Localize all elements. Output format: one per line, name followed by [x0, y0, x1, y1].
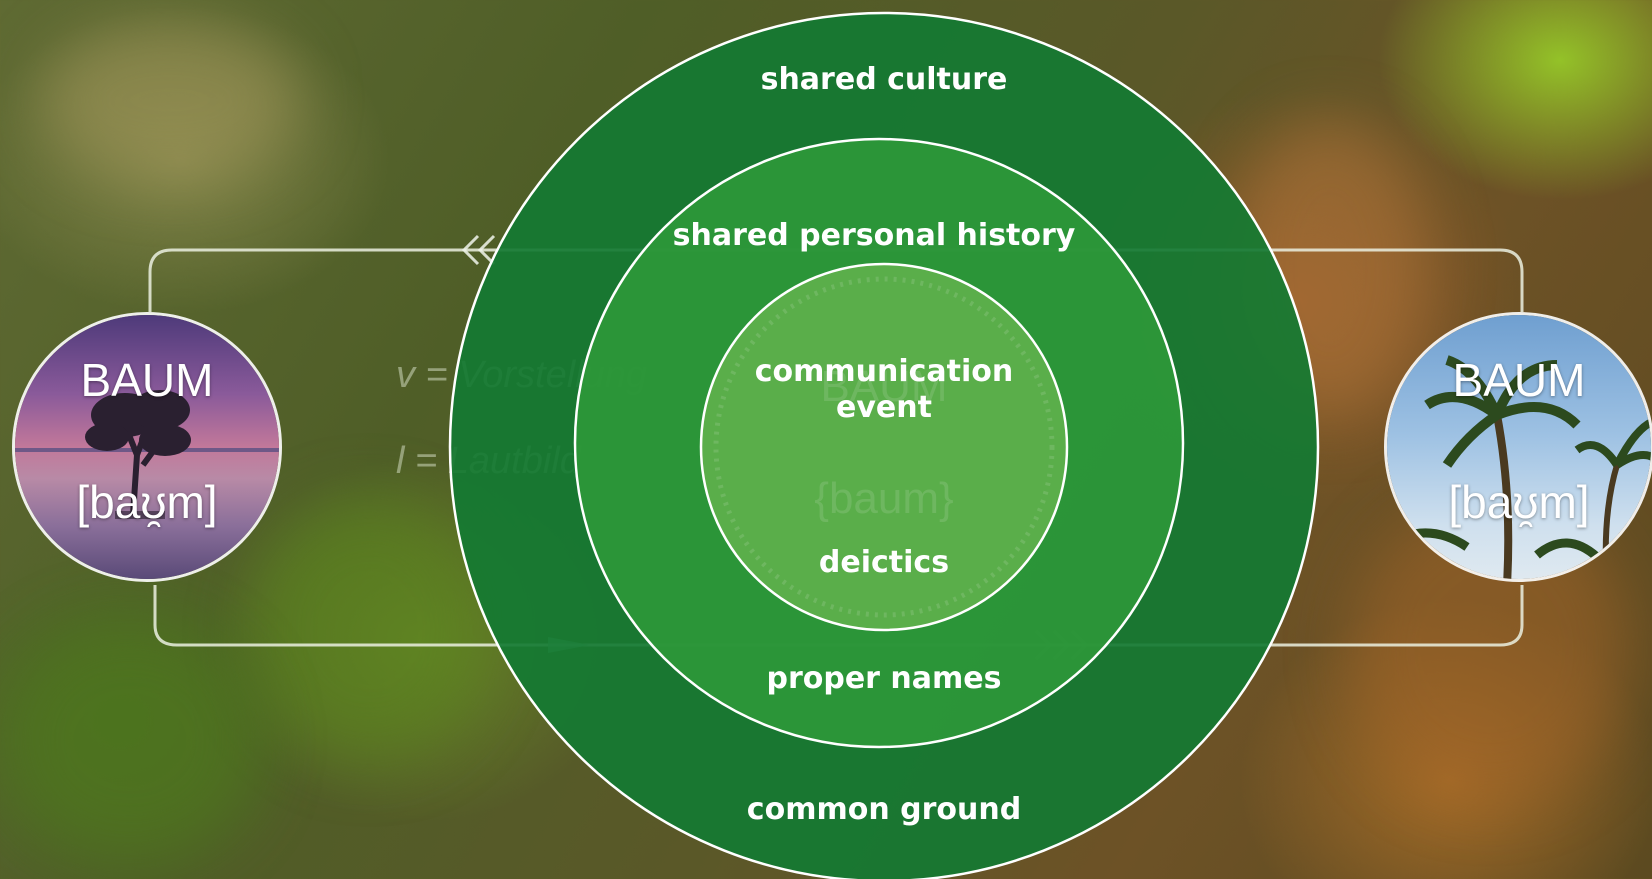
- label-proper-names: proper names: [766, 661, 1002, 696]
- ghost-word: BAUM: [820, 362, 948, 411]
- label-shared-personal-history: shared personal history: [672, 218, 1076, 253]
- label-communication: communication: [754, 354, 1014, 389]
- right-word-label: BAUM: [1452, 354, 1586, 406]
- left-phonetic-label: [baʊ̯m]: [76, 476, 218, 528]
- palm-tree-icon: [1387, 355, 1651, 579]
- left-arrow-icon: [461, 234, 496, 266]
- label-deictics: deictics: [818, 545, 950, 580]
- left-word-label: BAUM: [80, 354, 214, 406]
- right-phonetic-label: [baʊ̯m]: [1448, 476, 1590, 528]
- ghost-phonetic: {baum}: [814, 474, 954, 523]
- label-common-ground: common ground: [746, 792, 1022, 827]
- right-concept-circle: BAUM [baʊ̯m]: [1384, 312, 1652, 582]
- ghost-stamp-ring: [713, 276, 1055, 618]
- label-event: event: [836, 390, 932, 425]
- inner-ring: [699, 262, 1069, 632]
- tree-silhouette-icon: [15, 390, 279, 519]
- left-concept-circle: BAUM [baʊ̯m]: [12, 312, 282, 582]
- label-shared-culture: shared culture: [760, 62, 1008, 97]
